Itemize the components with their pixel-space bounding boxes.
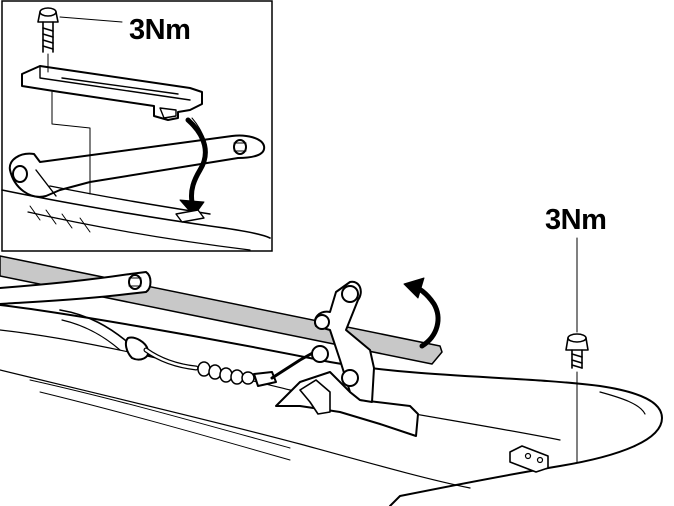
latch-pivot-pin: [314, 314, 330, 330]
cable: [143, 347, 199, 371]
inset-guide-line: [51, 91, 91, 195]
inset-curved-arrow-head: [179, 199, 205, 217]
trim-panel-lower-edge: [0, 369, 471, 489]
inset-arm: [8, 134, 266, 198]
arm-stud: [128, 274, 142, 290]
clip-plate-edge: [21, 65, 191, 101]
main-torque-label: 3Nm: [545, 204, 607, 236]
clip-plate-slot: [61, 77, 179, 95]
grey-seal-strip: [0, 255, 443, 365]
main-arm: [0, 271, 152, 305]
cable-core: [144, 348, 198, 370]
mounting-block-hole: [536, 456, 544, 464]
latch-link: [314, 280, 375, 403]
inset-frame: [1, 0, 273, 252]
inset-rail: [1, 189, 271, 239]
latch-pivot-mid: [341, 369, 359, 387]
inset-arm-stud-detail: [233, 142, 247, 152]
mounting-block-hole: [524, 452, 532, 460]
inset-curved-arrow: [185, 117, 208, 205]
inset-torque-label: 3Nm: [129, 14, 191, 46]
main-screw: [565, 333, 589, 369]
trim-panel-inner-edge: [0, 329, 561, 441]
inset-screw-leader: [59, 16, 123, 23]
trim-panel-channel: [29, 379, 291, 461]
inset-rail-hatch: [29, 205, 91, 233]
cable-connector: [253, 371, 277, 387]
inset-rail-lower: [27, 211, 251, 251]
cable-ferrule-segments: [197, 361, 255, 385]
clip-plate: [21, 65, 203, 121]
panel-groove: [599, 391, 646, 415]
latch-hook: [299, 379, 331, 415]
inset-arm-stud: [233, 139, 247, 155]
cable-end-fitting: [124, 336, 150, 361]
main-view: [0, 237, 663, 506]
inset-screw: [37, 7, 59, 53]
inset-arm-pivot: [12, 165, 28, 183]
arm-stud-detail: [128, 277, 142, 287]
mounting-block: [509, 445, 549, 473]
clip-tab: [159, 107, 177, 119]
inset-arrow-guide: [191, 117, 207, 161]
cable-rod-end: [311, 345, 329, 363]
inset-view: [1, 0, 273, 252]
latch-pivot-top: [341, 285, 359, 303]
handle-hoop-inner: [61, 319, 121, 351]
inset-target-slot: [175, 209, 205, 223]
rotation-arrow-head: [403, 277, 425, 299]
